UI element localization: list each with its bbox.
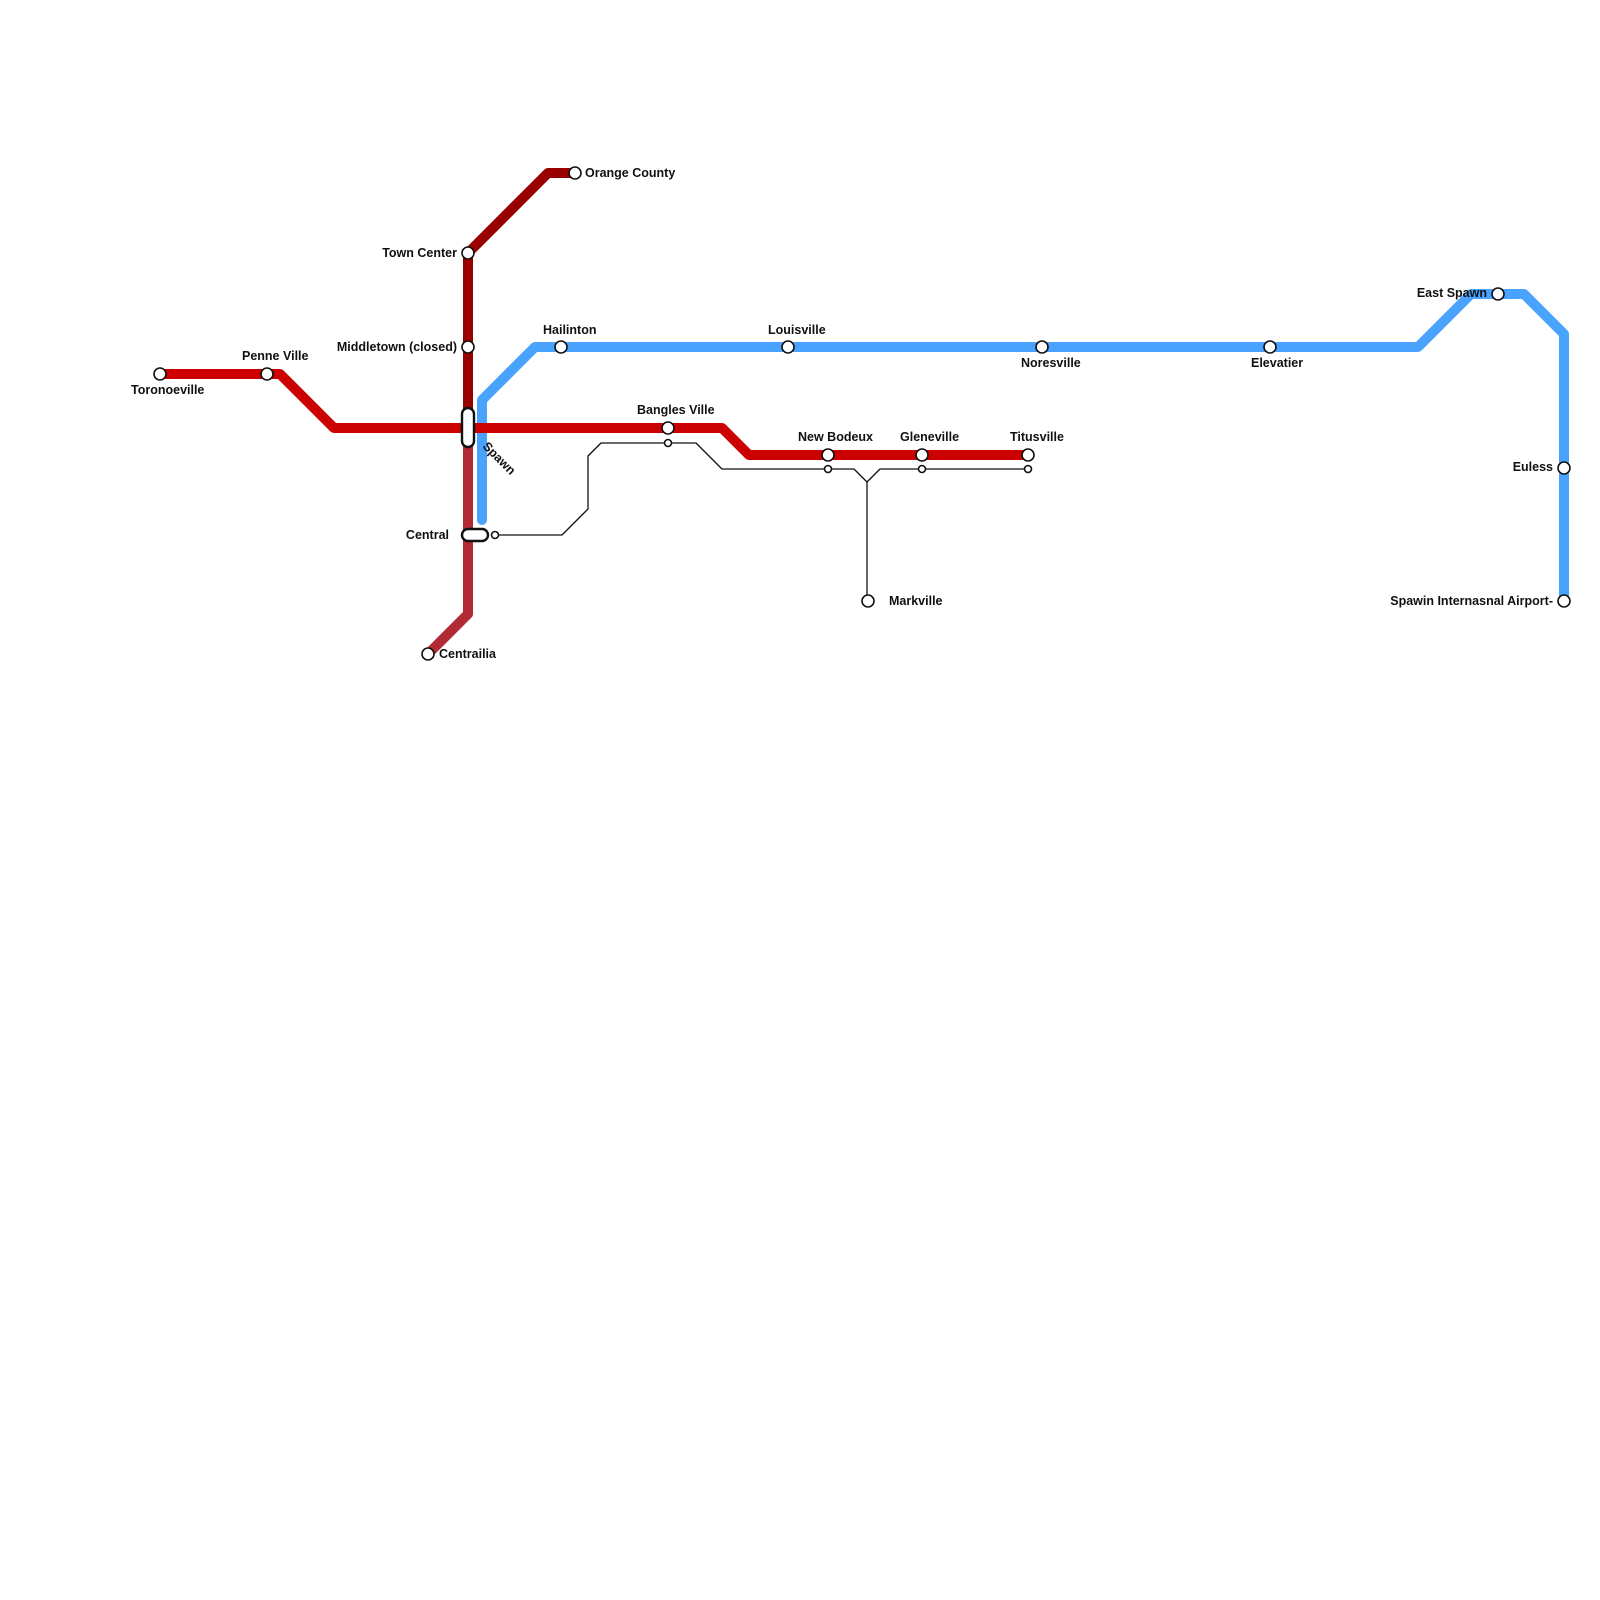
label-new-bodeux: New Bodeux bbox=[798, 430, 873, 444]
station-toronoeville[interactable] bbox=[153, 367, 167, 381]
station-elevatier[interactable] bbox=[1263, 340, 1277, 354]
label-elevatier: Elevatier bbox=[1251, 356, 1303, 370]
label-central: Central bbox=[406, 528, 449, 542]
label-gleneville: Gleneville bbox=[900, 430, 959, 444]
station-penne-ville[interactable] bbox=[260, 367, 274, 381]
red-line bbox=[155, 369, 1033, 460]
label-town-center: Town Center bbox=[382, 246, 457, 260]
station-centrailia[interactable] bbox=[421, 647, 435, 661]
station-markville[interactable] bbox=[861, 594, 875, 608]
blue-line bbox=[477, 289, 1569, 606]
label-markville: Markville bbox=[889, 594, 943, 608]
station-central[interactable] bbox=[460, 527, 490, 543]
connector-line bbox=[495, 442, 1028, 536]
label-east-spawn: East Spawn bbox=[1417, 286, 1487, 300]
station-gleneville[interactable] bbox=[915, 448, 929, 462]
rose-line bbox=[423, 423, 473, 659]
station-town-center[interactable] bbox=[461, 246, 475, 260]
label-airport: Spawin Internasnal Airport- bbox=[1390, 594, 1553, 608]
station-airport[interactable] bbox=[1557, 594, 1571, 608]
label-euless: Euless bbox=[1513, 460, 1553, 474]
label-hailinton: Hailinton bbox=[543, 323, 596, 337]
connector-stop-new-bodeux bbox=[823, 464, 833, 474]
station-hailinton[interactable] bbox=[554, 340, 568, 354]
station-east-spawn[interactable] bbox=[1491, 287, 1505, 301]
connector-stop-titusville bbox=[1023, 464, 1033, 474]
label-orange-county: Orange County bbox=[585, 166, 675, 180]
connector-stop-central bbox=[490, 530, 500, 540]
connector-stop-gleneville bbox=[917, 464, 927, 474]
darkred-line bbox=[463, 168, 580, 433]
station-louisville[interactable] bbox=[781, 340, 795, 354]
label-bangles-ville: Bangles Ville bbox=[637, 403, 715, 417]
label-noresville: Noresville bbox=[1021, 356, 1081, 370]
station-middletown[interactable] bbox=[461, 340, 475, 354]
station-spawn[interactable] bbox=[460, 406, 476, 449]
label-louisville: Louisville bbox=[768, 323, 826, 337]
station-euless[interactable] bbox=[1557, 461, 1571, 475]
station-orange-county[interactable] bbox=[568, 166, 582, 180]
station-noresville[interactable] bbox=[1035, 340, 1049, 354]
label-centrailia: Centrailia bbox=[439, 647, 497, 661]
connector-stop-bangles-ville bbox=[663, 438, 673, 448]
label-penne-ville: Penne Ville bbox=[242, 349, 309, 363]
label-titusville: Titusville bbox=[1010, 430, 1064, 444]
label-toronoeville: Toronoeville bbox=[131, 383, 204, 397]
label-middletown: Middletown (closed) bbox=[337, 340, 457, 354]
station-bangles-ville[interactable] bbox=[661, 421, 675, 435]
station-titusville[interactable] bbox=[1021, 448, 1035, 462]
station-new-bodeux[interactable] bbox=[821, 448, 835, 462]
